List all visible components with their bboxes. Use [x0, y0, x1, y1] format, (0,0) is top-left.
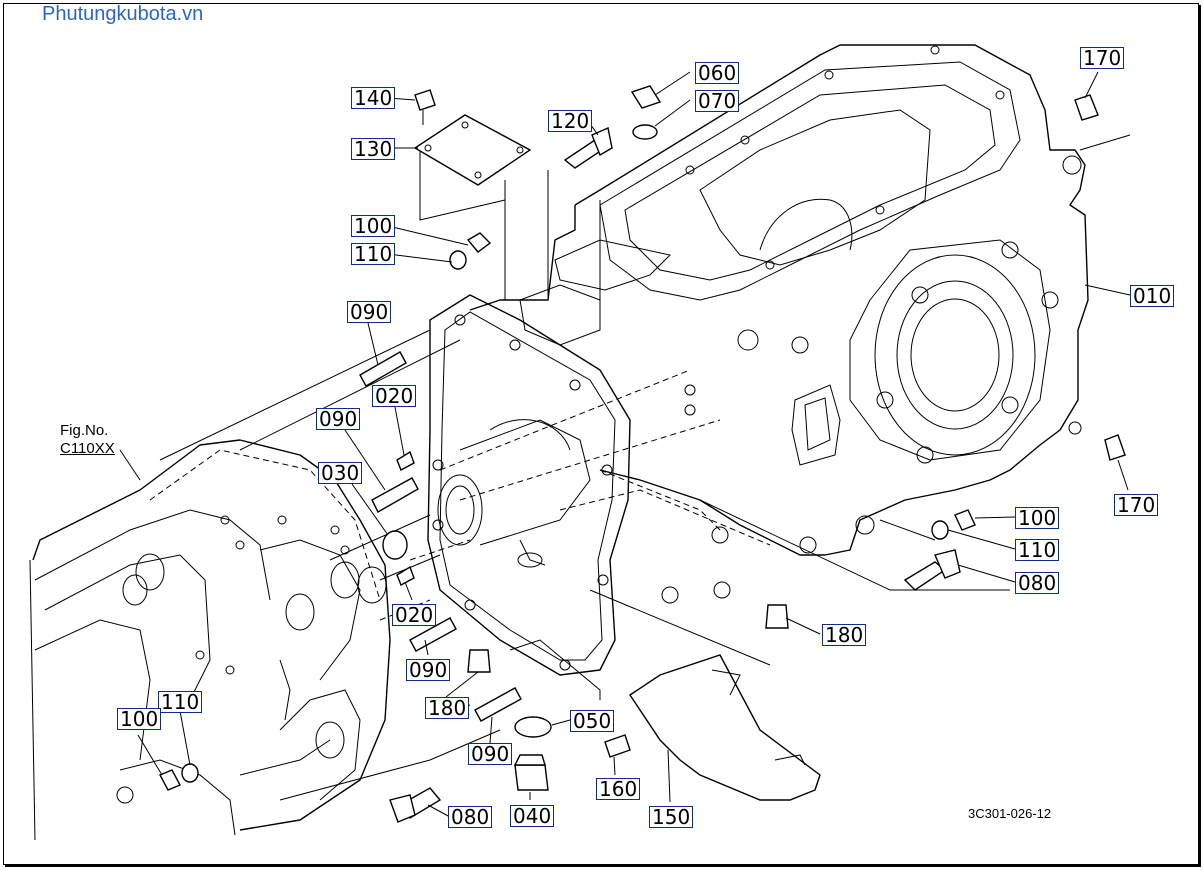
- part-label-110-top[interactable]: 110: [351, 243, 396, 265]
- drawing-code: 3C301-026-12: [968, 806, 1052, 821]
- part-label-080-left[interactable]: 080: [448, 806, 493, 828]
- watermark: Phutungkubota.vn: [42, 3, 204, 25]
- part-label-160[interactable]: 160: [596, 778, 641, 800]
- part-label-100-right[interactable]: 100: [1015, 507, 1060, 529]
- alignment-lines: [159, 134, 1131, 801]
- part-label-170-top[interactable]: 170: [1080, 47, 1125, 69]
- part-label-020-a[interactable]: 020: [372, 385, 417, 407]
- part-label-050[interactable]: 050: [570, 710, 615, 732]
- part-label-020-b[interactable]: 020: [392, 604, 437, 626]
- part-label-110-left[interactable]: 110: [158, 691, 203, 713]
- part-label-060[interactable]: 060: [695, 62, 740, 84]
- part-label-180-right[interactable]: 180: [822, 624, 867, 646]
- part-label-180-left[interactable]: 180: [425, 697, 470, 719]
- part-label-070[interactable]: 070: [695, 90, 740, 112]
- transmission-case-drawing: [469, 44, 1089, 604]
- part-label-120[interactable]: 120: [548, 110, 593, 132]
- mid-case-frame-drawing: [427, 294, 631, 676]
- part-label-090-d[interactable]: 090: [468, 743, 513, 765]
- part-label-090-a[interactable]: 090: [347, 301, 392, 323]
- front-case-drawing: [29, 439, 391, 841]
- part-label-140[interactable]: 140: [351, 87, 396, 109]
- part-label-150[interactable]: 150: [649, 806, 694, 828]
- diagram-frame: [3, 3, 1199, 865]
- part-label-040[interactable]: 040: [510, 805, 555, 827]
- part-label-110-right[interactable]: 110: [1015, 539, 1060, 561]
- part-label-090-b[interactable]: 090: [316, 408, 361, 430]
- part-label-100-left[interactable]: 100: [117, 708, 162, 730]
- part-label-130[interactable]: 130: [351, 138, 396, 160]
- part-label-090-c[interactable]: 090: [406, 659, 451, 681]
- part-label-100-top[interactable]: 100: [351, 215, 396, 237]
- figure-ref-line1: Fig.No.: [60, 422, 109, 439]
- part-label-030[interactable]: 030: [318, 462, 363, 484]
- part-label-080-right[interactable]: 080: [1015, 572, 1060, 594]
- figure-reference: Fig.No. C110XX: [60, 422, 115, 458]
- part-label-010[interactable]: 010: [1130, 285, 1175, 307]
- leader-lines: [119, 71, 1131, 818]
- figure-ref-line2[interactable]: C110XX: [60, 440, 115, 457]
- hardware-parts: [159, 85, 1126, 823]
- part-label-170-bottom[interactable]: 170: [1114, 494, 1159, 516]
